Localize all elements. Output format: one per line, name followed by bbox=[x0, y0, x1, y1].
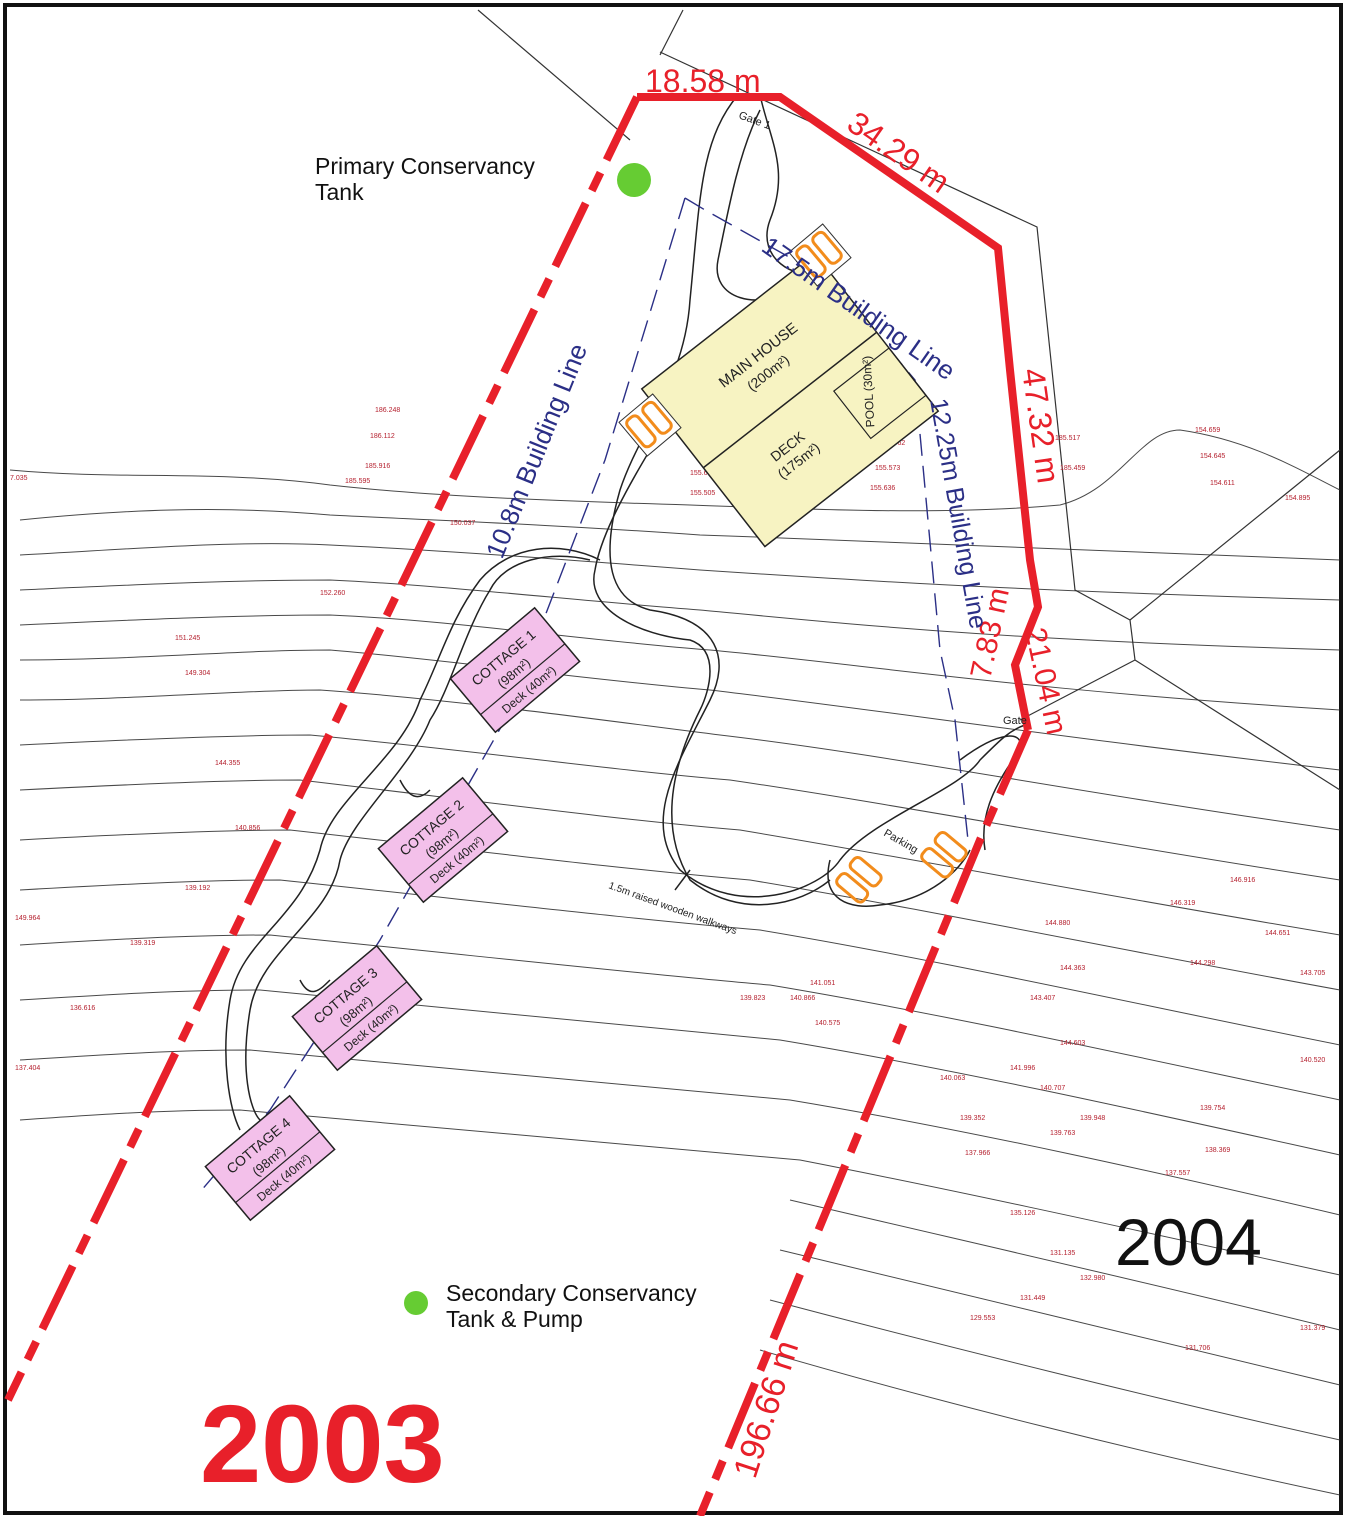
svg-text:154.659: 154.659 bbox=[1195, 427, 1220, 434]
svg-text:155.677: 155.677 bbox=[690, 470, 715, 477]
svg-text:152.260: 152.260 bbox=[320, 590, 345, 597]
svg-text:139.192: 139.192 bbox=[185, 885, 210, 892]
map-frame bbox=[3, 3, 1343, 1515]
house-deck-divider bbox=[702, 331, 878, 469]
svg-text:154.611: 154.611 bbox=[1210, 480, 1235, 487]
svg-text:137.404: 137.404 bbox=[15, 1065, 40, 1072]
svg-text:137.557: 137.557 bbox=[1165, 1170, 1190, 1177]
svg-text:139.948: 139.948 bbox=[1080, 1115, 1105, 1122]
svg-text:150.037: 150.037 bbox=[450, 520, 475, 527]
parking-bay-top bbox=[788, 223, 852, 287]
svg-text:137.966: 137.966 bbox=[965, 1150, 990, 1157]
svg-text:154.645: 154.645 bbox=[1200, 453, 1225, 460]
svg-text:144.651: 144.651 bbox=[1265, 930, 1290, 937]
main-house: MAIN HOUSE (200m²) DECK (175m²) POOL (30… bbox=[640, 252, 940, 548]
svg-text:185.517: 185.517 bbox=[1055, 435, 1080, 442]
svg-text:146.916: 146.916 bbox=[1230, 877, 1255, 884]
svg-text:140.866: 140.866 bbox=[790, 995, 815, 1002]
svg-text:186.248: 186.248 bbox=[375, 407, 400, 414]
property-boundary bbox=[4, 93, 1043, 1516]
spot-levels: 186.248 186.112 185.916 185.595 7.035 15… bbox=[10, 407, 1325, 1352]
svg-text:144.363: 144.363 bbox=[1060, 965, 1085, 972]
primary-tank-marker bbox=[617, 163, 651, 197]
svg-text:186.112: 186.112 bbox=[370, 433, 395, 440]
svg-text:143.407: 143.407 bbox=[1030, 995, 1055, 1002]
svg-text:151.245: 151.245 bbox=[175, 635, 200, 642]
car-icon bbox=[795, 244, 827, 279]
car-icon bbox=[933, 830, 968, 863]
pool-label: POOL (30m²) bbox=[860, 356, 878, 428]
svg-text:140.063: 140.063 bbox=[940, 1075, 965, 1082]
car-icon bbox=[835, 872, 870, 904]
svg-text:135.126: 135.126 bbox=[1010, 1210, 1035, 1217]
svg-text:185.916: 185.916 bbox=[365, 463, 390, 470]
cottage-1: COTTAGE 1 (98m²) Deck (40m²) bbox=[449, 606, 581, 734]
svg-text:185.459: 185.459 bbox=[1060, 465, 1085, 472]
svg-text:155.573: 155.573 bbox=[875, 465, 900, 472]
svg-text:185.595: 185.595 bbox=[345, 478, 370, 485]
secondary-tank-marker bbox=[404, 1291, 428, 1315]
svg-text:7.035: 7.035 bbox=[10, 475, 28, 482]
pool-outline bbox=[832, 347, 927, 440]
svg-text:139.352: 139.352 bbox=[960, 1115, 985, 1122]
primary-tank-line1: Primary Conservancy bbox=[315, 153, 535, 179]
car-icon bbox=[641, 400, 673, 435]
svg-text:140.575: 140.575 bbox=[815, 1020, 840, 1027]
car-icon bbox=[811, 230, 843, 265]
svg-text:143.705: 143.705 bbox=[1300, 970, 1325, 977]
parking-bay-lower-2 bbox=[920, 830, 968, 879]
svg-text:149.304: 149.304 bbox=[185, 670, 210, 677]
boundary-length-north: 18.58 m bbox=[645, 63, 761, 99]
svg-text:131.135: 131.135 bbox=[1050, 1250, 1075, 1257]
svg-text:149.964: 149.964 bbox=[15, 915, 40, 922]
car-icon bbox=[625, 414, 657, 449]
parking-bay-lower-1 bbox=[835, 855, 883, 904]
svg-text:144.880: 144.880 bbox=[1045, 920, 1070, 927]
svg-text:141.996: 141.996 bbox=[1010, 1065, 1035, 1072]
svg-text:139.319: 139.319 bbox=[130, 940, 155, 947]
svg-text:140.856: 140.856 bbox=[235, 825, 260, 832]
lot-number-right: 2004 bbox=[1115, 1205, 1262, 1279]
parking-bay-house bbox=[618, 393, 682, 457]
svg-text:131.706: 131.706 bbox=[1185, 1345, 1210, 1352]
svg-text:155.636: 155.636 bbox=[870, 485, 895, 492]
walkways bbox=[225, 94, 1026, 1131]
svg-text:140.707: 140.707 bbox=[1040, 1085, 1065, 1092]
gate-right-label: Gate bbox=[1003, 715, 1027, 727]
svg-text:131.379: 131.379 bbox=[1300, 1325, 1325, 1332]
svg-text:136.616: 136.616 bbox=[70, 1005, 95, 1012]
secondary-tank-line1: Secondary Conservancy bbox=[446, 1280, 697, 1306]
car-icon bbox=[848, 855, 883, 888]
svg-text:140.520: 140.520 bbox=[1300, 1057, 1325, 1064]
svg-text:144.355: 144.355 bbox=[215, 760, 240, 767]
svg-text:129.553: 129.553 bbox=[970, 1315, 995, 1322]
svg-text:131.449: 131.449 bbox=[1020, 1295, 1045, 1302]
svg-text:139.823: 139.823 bbox=[740, 995, 765, 1002]
svg-text:139.763: 139.763 bbox=[1050, 1130, 1075, 1137]
secondary-tank-line2: Tank & Pump bbox=[446, 1306, 583, 1332]
svg-text:154.895: 154.895 bbox=[1285, 495, 1310, 502]
svg-text:139.754: 139.754 bbox=[1200, 1105, 1225, 1112]
svg-text:146.319: 146.319 bbox=[1170, 900, 1195, 907]
svg-text:144.603: 144.603 bbox=[1060, 1040, 1085, 1047]
car-icon bbox=[920, 847, 955, 879]
primary-tank-line2: Tank bbox=[315, 179, 364, 205]
svg-text:144.298: 144.298 bbox=[1190, 960, 1215, 967]
svg-text:155.505: 155.505 bbox=[690, 490, 715, 497]
svg-text:132.980: 132.980 bbox=[1080, 1275, 1105, 1282]
lot-number-left: 2003 bbox=[200, 1383, 445, 1506]
svg-text:141.051: 141.051 bbox=[810, 980, 835, 987]
svg-text:138.369: 138.369 bbox=[1205, 1147, 1230, 1154]
